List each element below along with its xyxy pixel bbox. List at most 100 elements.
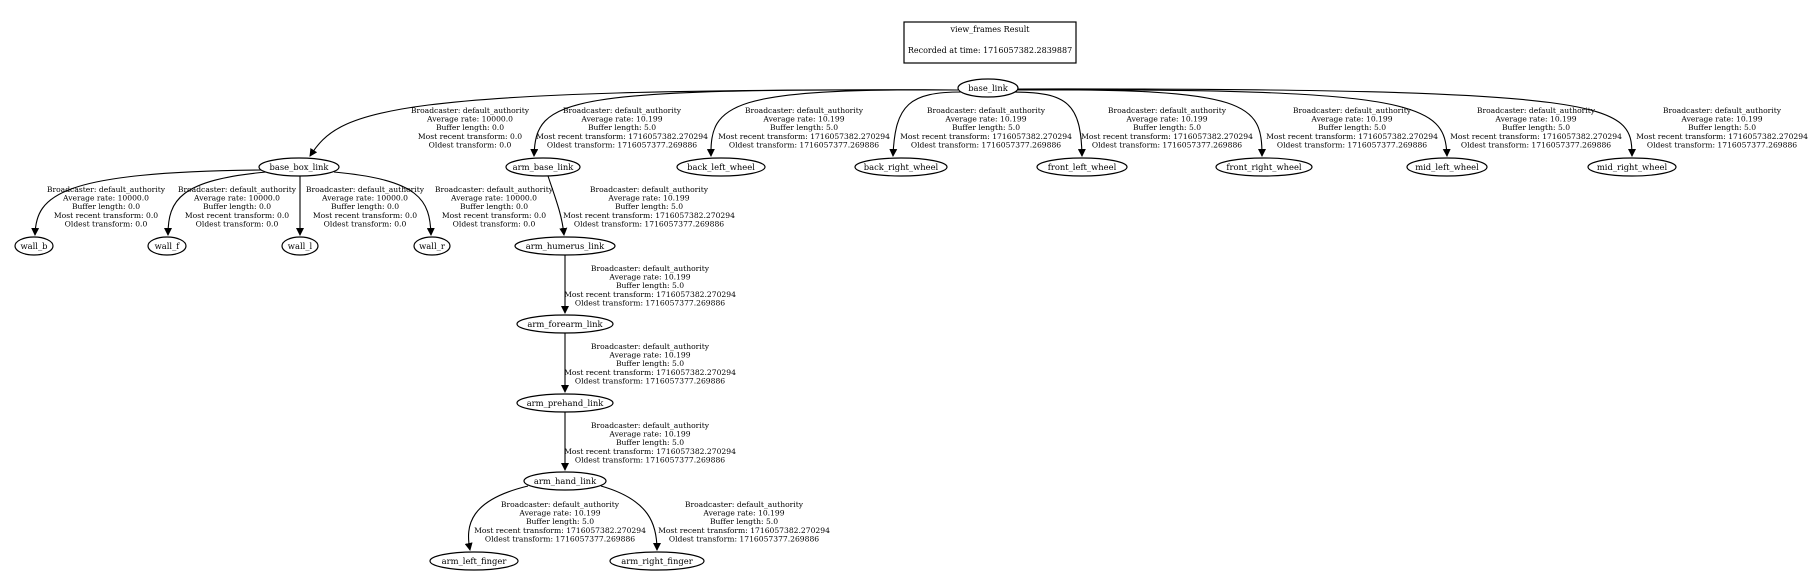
node-ellipse [505, 157, 581, 177]
node-arm-humerus-link: arm_humerus_link [514, 236, 616, 256]
edge-label-line: Oldest transform: 0.0 [196, 219, 279, 228]
edge-label-line: Oldest transform: 1716057377.269886 [911, 140, 1061, 149]
node-label: wall_f [155, 241, 181, 252]
node-ellipse [258, 157, 340, 177]
edge-label-line: Broadcaster: default_authority [591, 264, 710, 273]
node-base-box-link: base_box_link [258, 157, 340, 177]
edge-label-line: Average rate: 10.199 [762, 115, 844, 124]
node-label: arm_forearm_link [527, 319, 603, 330]
edge-label-line: Oldest transform: 1716057377.269886 [729, 140, 879, 149]
edge-label-line: Average rate: 10.199 [608, 430, 690, 439]
edge-label-line: Average rate: 10000.0 [62, 194, 149, 203]
edge-base-box-link-to-wall-f [164, 171, 267, 236]
node-base-link: base_link [957, 78, 1019, 98]
edge-label-line: Oldest transform: 1716057377.269886 [547, 140, 697, 149]
edge-label-line: Most recent transform: 1716057382.270294 [718, 132, 890, 141]
edge-label-line: Buffer length: 5.0 [770, 123, 838, 132]
edge-label-line: Average rate: 10000.0 [193, 194, 280, 203]
edge-label-line: Most recent transform: 1716057382.270294 [1450, 132, 1622, 141]
node-label: mid_left_wheel [1415, 162, 1479, 173]
node-wall-f: wall_f [147, 236, 187, 256]
edge-arm-hand-link-to-arm-right-finger [600, 485, 661, 551]
edge-label-line: Broadcaster: default_authority [1477, 106, 1596, 115]
node-label: back_left_wheel [687, 162, 755, 173]
node-label: arm_hand_link [534, 476, 597, 487]
edge-label-line: Broadcaster: default_authority [685, 500, 804, 509]
edge-label-line: Most recent transform: 1716057382.270294 [658, 526, 830, 535]
edge-label-line: Average rate: 10000.0 [450, 194, 537, 203]
edge-label-line: Most recent transform: 1716057382.270294 [564, 447, 736, 456]
node-label: back_right_wheel [864, 162, 939, 173]
node-ellipse [14, 236, 54, 256]
edge-label-line: Broadcaster: default_authority [927, 106, 1046, 115]
edge-label-line: Buffer length: 5.0 [616, 281, 684, 290]
edge-label-line: Average rate: 10.199 [607, 194, 689, 203]
edge-label-line: Buffer length: 0.0 [331, 202, 399, 211]
edge-label-line: Average rate: 10000.0 [426, 115, 513, 124]
edge-label-line: Most recent transform: 1716057382.270294 [564, 290, 736, 299]
edge-label-line: Oldest transform: 1716057377.269886 [1277, 140, 1427, 149]
edge-label-line: Buffer length: 5.0 [616, 438, 684, 447]
edge-base-box-link-to-wall-b [31, 169, 263, 236]
edge-label-line: Broadcaster: default_authority [178, 185, 297, 194]
node-front-left-wheel: front_left_wheel [1036, 157, 1128, 177]
edge-label-line: Average rate: 10.199 [1310, 115, 1392, 124]
node-ellipse [281, 236, 319, 256]
edge-label-line: Buffer length: 5.0 [526, 517, 594, 526]
edge-base-link-to-mid-right-wheel [1017, 88, 1636, 157]
edge-label-line: Broadcaster: default_authority [306, 185, 425, 194]
edge-base-link-to-mid-left-wheel [1017, 89, 1451, 157]
edge-base-link-to-arm-base-link [530, 89, 959, 157]
edge-label-line: Most recent transform: 1716057382.270294 [1081, 132, 1253, 141]
edge-label-line: Oldest transform: 0.0 [324, 219, 407, 228]
edge-label-line: Oldest transform: 1716057377.269886 [1092, 140, 1242, 149]
node-ellipse [523, 471, 607, 491]
edge-label-line: Oldest transform: 1716057377.269886 [574, 219, 724, 228]
edge-label-line: Buffer length: 5.0 [1133, 123, 1201, 132]
node-mid-left-wheel: mid_left_wheel [1406, 157, 1488, 177]
recorded-time-label: Recorded at time: 1716057382.2839887 [908, 46, 1072, 55]
node-label: wall_b [20, 241, 47, 252]
edge-label-line: Buffer length: 5.0 [1502, 123, 1570, 132]
edge-arm-base-link-to-arm-humerus-link [547, 175, 568, 236]
edge-label-line: Most recent transform: 1716057382.270294 [564, 368, 736, 377]
edge-label-line: Buffer length: 0.0 [203, 202, 271, 211]
edge-base-link-to-back-left-wheel [706, 89, 959, 157]
edge-label-line: Most recent transform: 1716057382.270294 [536, 132, 708, 141]
edge-label-line: Oldest transform: 1716057377.269886 [1647, 140, 1797, 149]
title-box: view_frames Result Recorded at time: 171… [903, 21, 1077, 64]
node-label: arm_right_finger [621, 556, 692, 567]
node-wall-l: wall_l [281, 236, 319, 256]
edge-label-line: Average rate: 10.199 [702, 509, 784, 518]
edge-label-line: Buffer length: 0.0 [72, 202, 140, 211]
node-ellipse [1215, 157, 1313, 177]
edge-label-line: Most recent transform: 0.0 [442, 211, 546, 220]
edge-label-line: Broadcaster: default_authority [745, 106, 864, 115]
node-ellipse [147, 236, 187, 256]
edge-label-line: Oldest transform: 0.0 [453, 219, 536, 228]
edge-label-line: Broadcaster: default_authority [411, 106, 530, 115]
node-ellipse [516, 314, 614, 334]
edge-label-line: Oldest transform: 1716057377.269886 [575, 298, 725, 307]
node-label: wall_l [288, 241, 313, 252]
edge-label-line: Average rate: 10.199 [1494, 115, 1576, 124]
edge-label-line: Broadcaster: default_authority [590, 185, 709, 194]
edge-label-line: Buffer length: 5.0 [952, 123, 1020, 132]
node-ellipse [413, 236, 451, 256]
edge-label-line: Buffer length: 5.0 [710, 517, 778, 526]
edge-label-line: Buffer length: 5.0 [1688, 123, 1756, 132]
node-ellipse [1587, 157, 1677, 177]
edge-label-line: Average rate: 10.199 [608, 351, 690, 360]
edge-label-line: Broadcaster: default_authority [47, 185, 166, 194]
node-ellipse [429, 551, 519, 571]
edge-label-line: Oldest transform: 0.0 [429, 140, 512, 149]
edge-label-line: Buffer length: 5.0 [1318, 123, 1386, 132]
edge-label-line: Broadcaster: default_authority [1293, 106, 1412, 115]
